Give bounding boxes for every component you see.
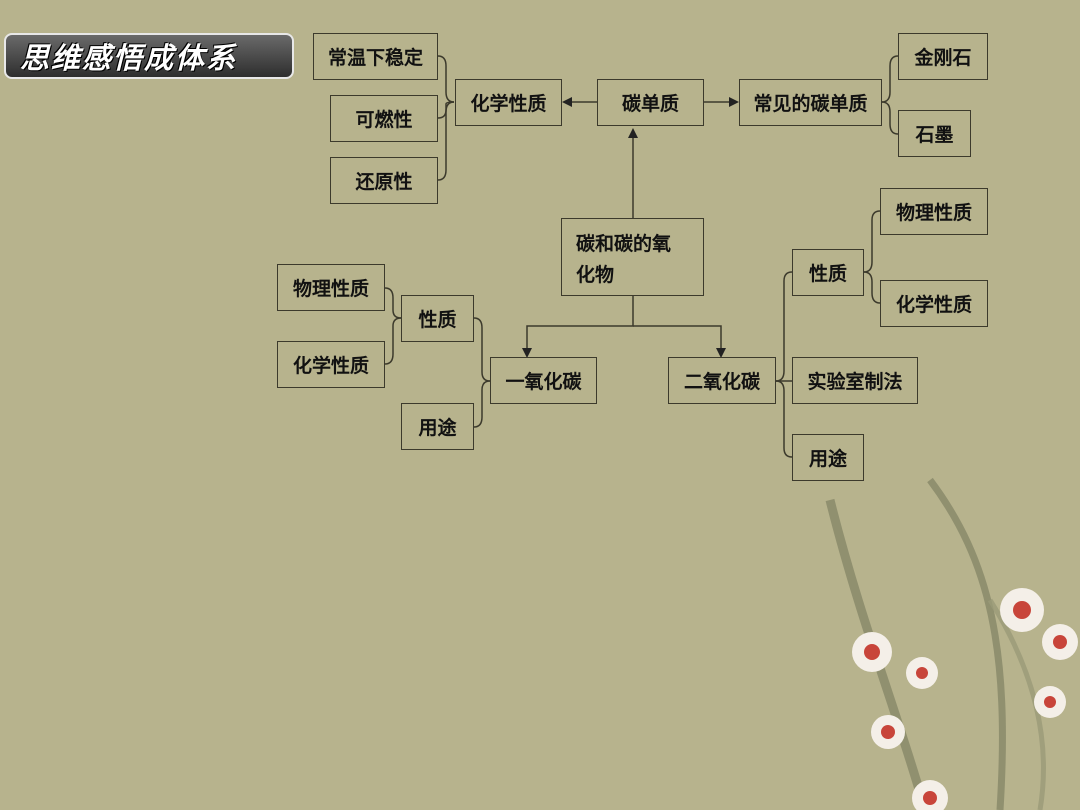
node-carbon-element: 碳单质 (597, 79, 704, 126)
brace-co2-chemical (863, 271, 881, 304)
node-co-physical: 物理性质 (277, 264, 385, 311)
arrow-center-to-co2 (633, 325, 726, 358)
blossom-icon (1034, 686, 1066, 718)
blossom-icon (871, 715, 905, 749)
brace-co-physical (384, 287, 402, 319)
node-co2-lab: 实验室制法 (792, 357, 918, 404)
node-co2: 二氧化碳 (668, 357, 776, 404)
arrow-center-to-co (522, 296, 634, 358)
node-co2-use: 用途 (792, 434, 864, 481)
node-common-carbon: 常见的碳单质 (739, 79, 882, 126)
brace-reducing (437, 101, 455, 181)
node-center: 碳和碳的氧化物 (561, 218, 704, 296)
node-co: 一氧化碳 (490, 357, 597, 404)
node-graphite: 石墨 (898, 110, 971, 157)
brace-co2-physical (863, 210, 881, 273)
node-co2-chemical: 化学性质 (880, 280, 988, 327)
node-co2-props: 性质 (792, 249, 864, 296)
node-diamond: 金刚石 (898, 33, 988, 80)
node-stable: 常温下稳定 (313, 33, 438, 80)
blossom-icon (852, 632, 892, 672)
node-co-use: 用途 (401, 403, 474, 450)
node-co-props: 性质 (401, 295, 474, 342)
brace-co-use (473, 380, 491, 428)
brace-graphite (881, 101, 899, 135)
brace-co-chemical (384, 317, 402, 365)
brace-co2-use (775, 380, 793, 458)
blossom-icon (1042, 624, 1078, 660)
blossom-icon (912, 780, 948, 810)
brace-co-props (473, 317, 491, 382)
node-reducing: 还原性 (330, 157, 438, 204)
node-chem-props-top: 化学性质 (455, 79, 562, 126)
blossom-icon (906, 657, 938, 689)
brace-co2-props (775, 271, 793, 382)
brace-stable (437, 55, 455, 103)
brace-diamond (881, 55, 899, 103)
node-flammable: 可燃性 (330, 95, 438, 142)
slide-title: 思维感悟成体系 (4, 33, 294, 79)
node-co2-physical: 物理性质 (880, 188, 988, 235)
node-co-chemical: 化学性质 (277, 341, 385, 388)
blossom-icon (1000, 588, 1044, 632)
